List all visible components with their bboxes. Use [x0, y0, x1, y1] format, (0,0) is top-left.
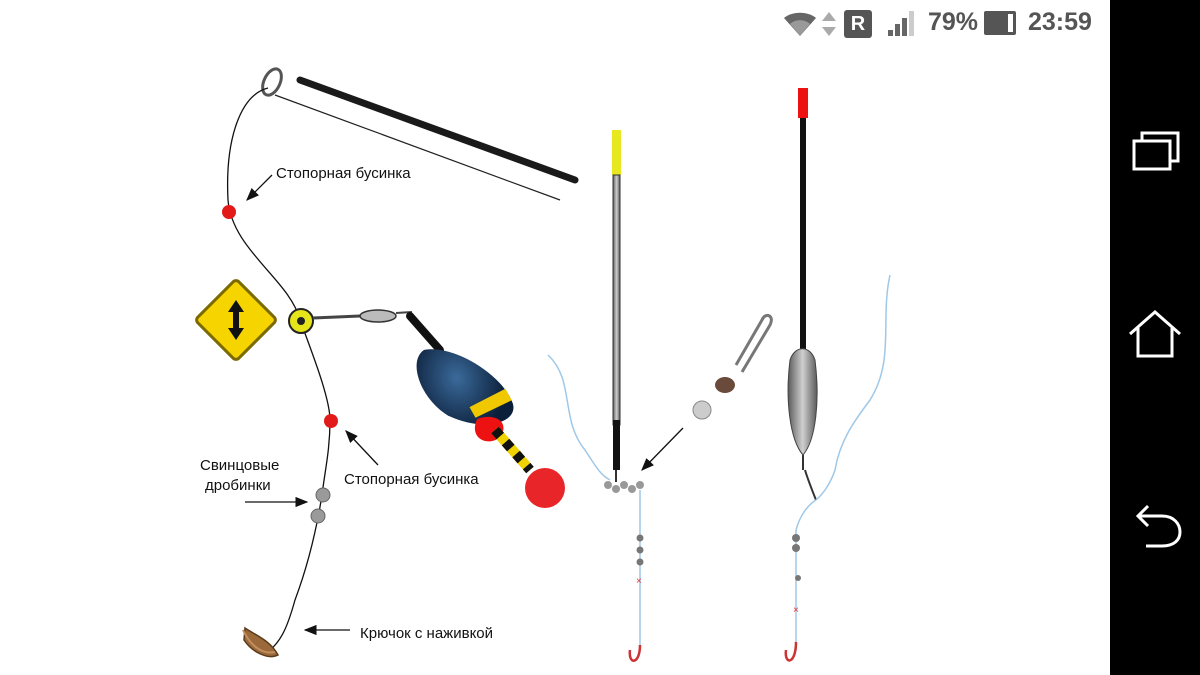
lead-shot-1 — [315, 487, 331, 503]
battery-percent: 79% — [928, 8, 979, 36]
lead-shot-2 — [310, 508, 326, 524]
back-icon — [1135, 504, 1182, 548]
label-lead-shots-line2: дробинки — [205, 477, 271, 494]
rod-tip-ring — [261, 67, 283, 97]
roaming-icon: R — [844, 10, 872, 38]
snap-swivel-illustration — [641, 313, 773, 471]
recent-apps-icon — [1132, 131, 1180, 171]
waggler-float-middle: × — [547, 130, 644, 662]
stopper-bead-top — [222, 205, 236, 219]
stopper-bead-bottom — [324, 414, 338, 428]
recent-apps-button[interactable] — [1110, 105, 1200, 195]
hook-with-bait — [242, 626, 280, 658]
fishing-rig-diagram: Стопорная бусинка Стопорная бусинка Свин… — [195, 67, 891, 662]
warning-sign-updown-icon — [195, 279, 277, 361]
main-line — [226, 87, 331, 651]
fishing-rod — [261, 67, 579, 201]
status-bar: R 79% 23:59 — [0, 0, 1110, 48]
svg-text:×: × — [793, 605, 799, 616]
navigation-bar — [1110, 0, 1200, 675]
data-arrows-icon — [822, 12, 836, 36]
label-stopper-bead-bottom: Стопорная бусинка — [344, 471, 479, 488]
label-lead-shots-line1: Свинцовые — [200, 457, 279, 474]
back-button[interactable] — [1110, 478, 1200, 568]
snap-swivel-group — [604, 481, 644, 493]
svg-text:×: × — [636, 576, 642, 587]
label-stopper-bead-top: Стопорная бусинка — [276, 165, 411, 182]
battery-icon — [984, 11, 1016, 35]
waggler-float-right: × — [784, 88, 891, 662]
home-button[interactable] — [1110, 290, 1200, 380]
home-icon — [1129, 310, 1181, 358]
wifi-icon — [784, 12, 816, 36]
sliding-float-bead — [288, 308, 413, 334]
slider-float-big — [406, 312, 565, 508]
clock: 23:59 — [1028, 8, 1092, 36]
signal-icon — [888, 11, 914, 36]
arrow-stopper-top — [246, 174, 273, 201]
arrow-stopper-bottom — [345, 430, 379, 466]
label-hook-with-bait: Крючок с наживкой — [360, 625, 493, 642]
